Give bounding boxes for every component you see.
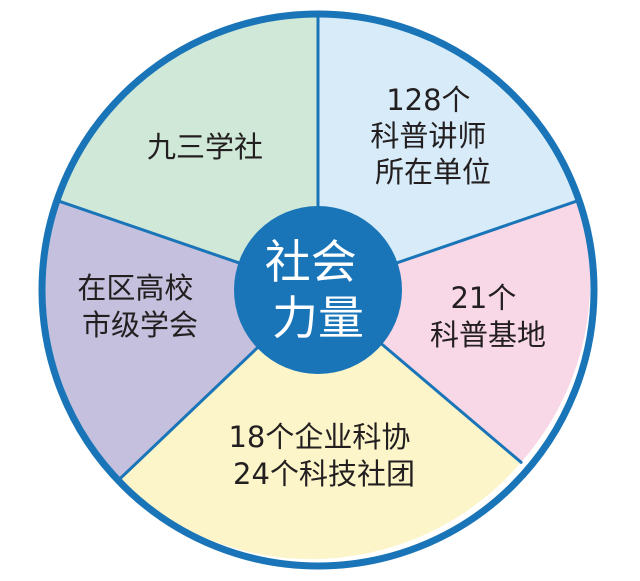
segment-science-bases-line: 21个 xyxy=(450,281,516,315)
segment-jiusan-label: 九三学社 xyxy=(147,130,263,164)
segment-universities-societies-line: 市级学会 xyxy=(82,308,198,342)
center-hub: 社会 力量 xyxy=(234,206,402,374)
outer-ring xyxy=(38,10,598,570)
segment-enterprise-associations-line: 24个科技社团 xyxy=(233,457,415,491)
segment-science-bases-wedge xyxy=(318,200,591,463)
segment-science-lecturers-line: 所在单位 xyxy=(375,155,491,189)
segment-jiusan-wedge xyxy=(56,13,319,290)
segment-enterprise-associations-wedge xyxy=(118,290,522,560)
segment-science-lecturers-label: 128个 科普讲师 所在单位 xyxy=(370,83,495,189)
center-circle xyxy=(234,206,402,374)
center-label-line: 力量 xyxy=(272,291,364,345)
segment-enterprise-associations: 18个企业科协 24个科技社团 xyxy=(118,290,522,560)
segment-enterprise-associations-label: 18个企业科协 24个科技社团 xyxy=(228,420,419,491)
segment-science-lecturers-line: 128个 xyxy=(386,83,470,117)
segment-universities-societies-line: 在区高校 xyxy=(77,271,193,305)
segment-jiusan: 九三学社 xyxy=(56,13,319,290)
center-label: 社会 力量 xyxy=(265,235,372,345)
segment-science-lecturers-wedge xyxy=(318,14,579,290)
segment-enterprise-associations-line: 18个企业科协 xyxy=(228,420,410,454)
segment-science-lecturers-line: 科普讲师 xyxy=(370,119,486,153)
segment-universities-societies-label: 在区高校 市级学会 xyxy=(77,271,202,342)
segment-science-bases-line: 科普基地 xyxy=(430,318,546,352)
center-label-line: 社会 xyxy=(265,235,357,289)
segment-science-lecturers: 128个 科普讲师 所在单位 xyxy=(318,14,579,290)
segment-science-bases: 21个 科普基地 xyxy=(318,200,591,463)
segment-jiusan-line: 九三学社 xyxy=(147,130,263,164)
segment-science-bases-label: 21个 科普基地 xyxy=(430,281,546,352)
